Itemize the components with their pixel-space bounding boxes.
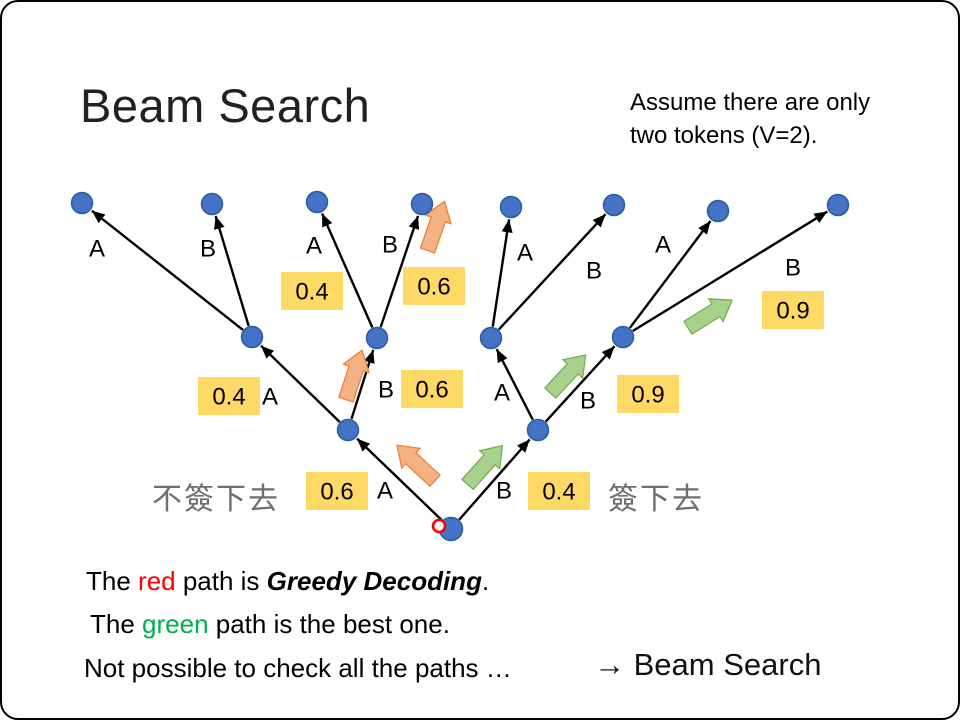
greedy-path-arrow: [338, 349, 370, 403]
note-greedy-term: Greedy Decoding: [266, 566, 482, 596]
probability-value: 0.4: [542, 479, 575, 506]
probability-value: 0.6: [417, 274, 450, 301]
probability-badge: [281, 272, 343, 310]
edge-label-root-n1L: A: [377, 478, 393, 505]
tree-node-t2: [200, 192, 224, 216]
edge-label-root-n1R: B: [496, 478, 512, 505]
edge-label-n1R-n2d: B: [580, 388, 596, 415]
note-best-post: path is the best one.: [208, 609, 450, 639]
probability-value: 0.9: [776, 298, 809, 325]
greedy-path-arrow: [396, 444, 441, 488]
tree-node-t3: [305, 190, 329, 214]
greedy-path-arrow: [419, 200, 452, 254]
best-path-arrow: [461, 444, 504, 491]
probability-badge: [306, 472, 368, 510]
tree-node-n2c: [479, 326, 503, 350]
tree-node-n1R: [526, 418, 550, 442]
note-exhaustive: Not possible to check all the paths …: [84, 653, 512, 683]
tree-edge-n2b-t3: [320, 212, 374, 328]
tree-edge-n2b-t4: [379, 215, 420, 328]
note-greedy: The red path is Greedy Decoding.: [86, 566, 489, 597]
edge-label-n2a-t2: B: [200, 236, 216, 263]
edge-label-n2c-t6: B: [586, 258, 602, 285]
tree-edge-root-n1R: [458, 438, 531, 521]
tree-node-n2b: [365, 326, 389, 350]
tree-edge-n2d-t7: [628, 220, 712, 329]
note-best-pre: The: [90, 609, 143, 639]
annotation-sign: 簽下去: [608, 483, 704, 516]
tree-edge-n1L-n2a: [260, 344, 341, 423]
tree-edge-n2d-t8: [632, 210, 828, 333]
probability-value: 0.4: [295, 279, 328, 306]
edge-label-n1L-n2a: A: [262, 384, 278, 411]
tree-node-t4: [410, 192, 434, 216]
tree-edge-n2c-t5: [491, 219, 513, 327]
tree-edge-n2a-t2: [214, 215, 250, 327]
best-path-arrow: [543, 354, 587, 399]
probability-badge: [528, 472, 590, 510]
conclusion-beam-search: → Beam Search: [594, 647, 822, 682]
tree-edge-n1L-n2b: [350, 349, 375, 420]
probability-badge: [403, 267, 465, 305]
probability-value: 0.4: [212, 384, 245, 411]
edge-label-n2c-t5: A: [517, 240, 533, 267]
tree-node-t8: [826, 193, 850, 217]
edge-label-n2b-t4: B: [382, 232, 398, 259]
tree-node-t5: [499, 195, 523, 219]
tree-node-n2a: [240, 325, 264, 349]
edge-label-n2d-t7: A: [655, 232, 671, 259]
probability-badge: [617, 375, 679, 413]
tree-node-n2d: [611, 325, 635, 349]
probability-value: 0.9: [631, 382, 664, 409]
note-greedy-post: .: [481, 566, 490, 596]
tree-node-n1L: [336, 418, 360, 442]
edge-label-n2a-t1: A: [89, 236, 105, 263]
tree-node-t6: [602, 193, 626, 217]
slide-title: Beam Search: [80, 79, 371, 132]
note-greedy-mid: path is: [175, 566, 267, 596]
edge-label-n2d-t8: B: [785, 255, 801, 282]
probability-badge: [762, 291, 824, 329]
edge-label-n1L-n2b: B: [378, 377, 394, 404]
best-path-arrow: [683, 298, 733, 335]
greedy-start-marker: [431, 518, 447, 534]
annotation-not-sign: 不簽下去: [152, 483, 280, 516]
probability-value: 0.6: [415, 377, 448, 404]
edge-label-n2b-t3: A: [306, 233, 322, 260]
tree-edge-root-n1L: [356, 437, 443, 522]
edge-label-n1R-n2c: A: [494, 380, 510, 407]
note-best-green-word: green: [142, 609, 209, 639]
note-greedy-pre: The: [86, 566, 139, 596]
tree-edge-n1R-n2c: [495, 348, 534, 421]
tree-node-t7: [706, 199, 730, 223]
note-best: The green path is the best one.: [90, 609, 450, 640]
probability-badge: [198, 377, 260, 415]
tree-edge-n2c-t6: [497, 213, 607, 331]
assumption-text: Assume there are only two tokens (V=2).: [630, 89, 871, 149]
tree-node-t1: [70, 191, 94, 215]
probability-value: 0.6: [320, 479, 353, 506]
note-greedy-red-word: red: [138, 566, 176, 596]
probability-badge: [401, 370, 463, 408]
tree-edge-n2a-t1: [91, 209, 244, 331]
tree-edge-n1R-n2d: [544, 345, 616, 423]
